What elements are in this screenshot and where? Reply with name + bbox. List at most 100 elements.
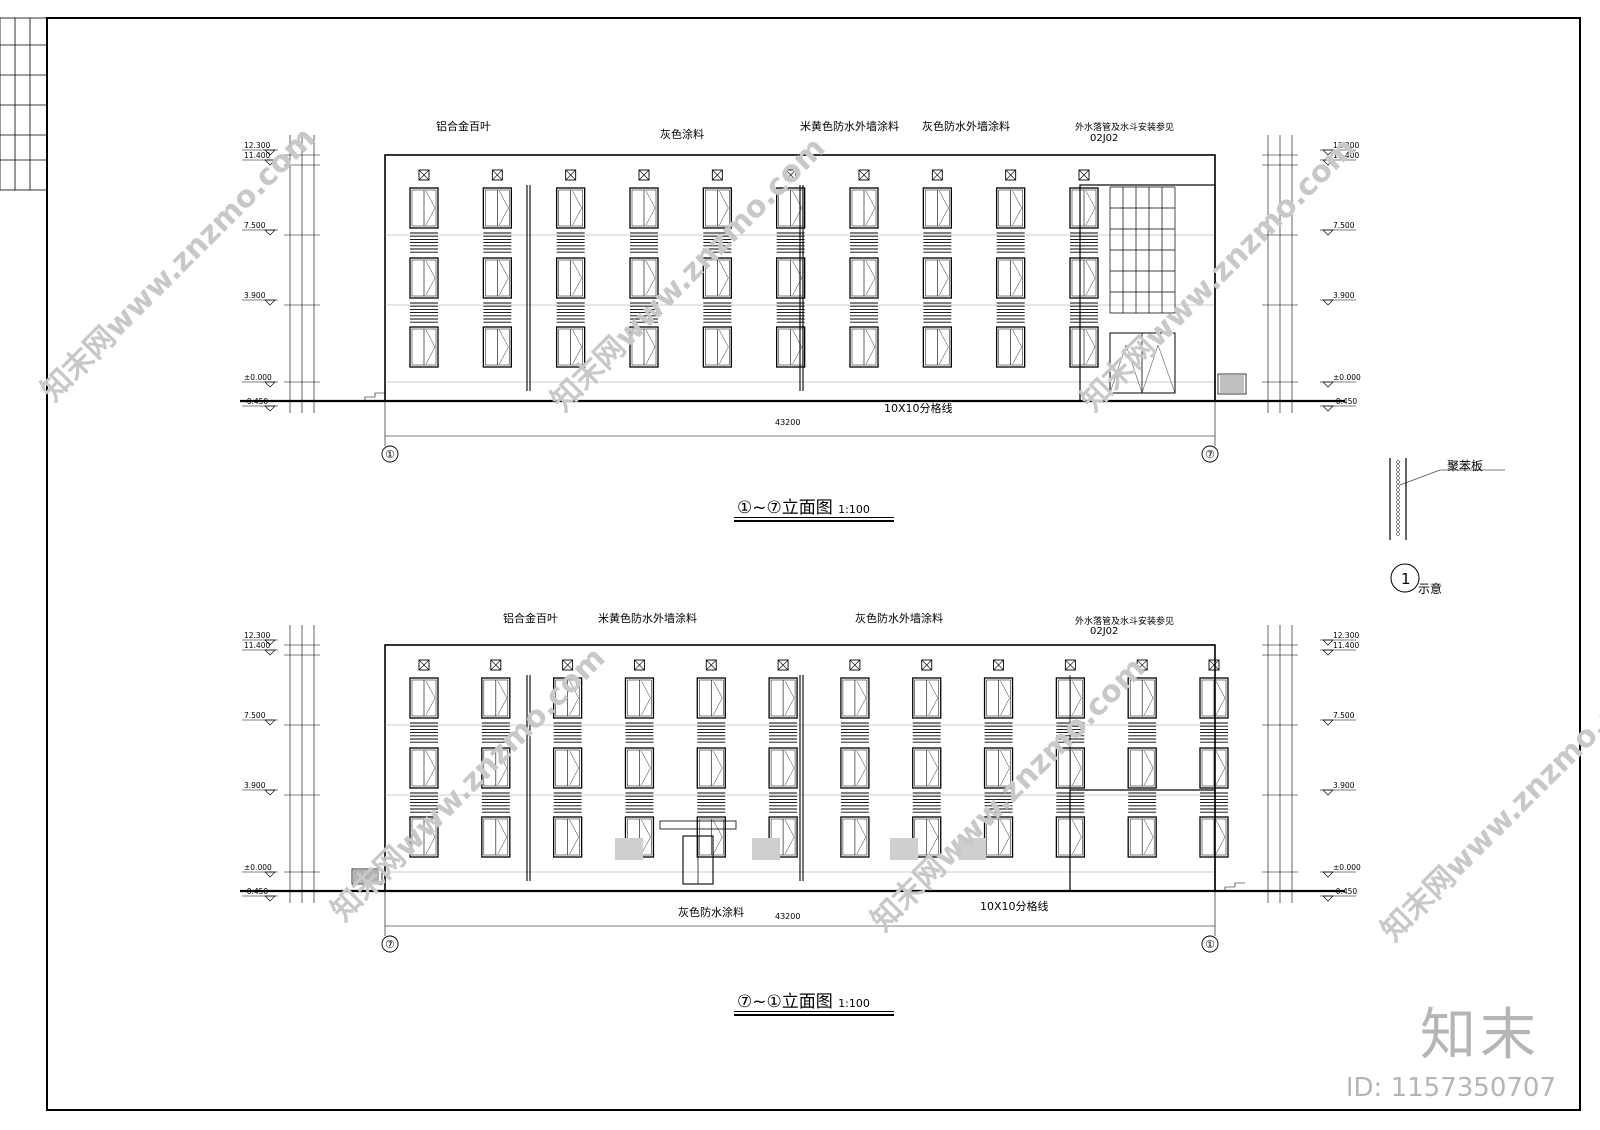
curtain-wall <box>1109 186 1176 314</box>
detail-insulation-dot <box>1396 504 1400 508</box>
window <box>409 326 439 368</box>
vent-box <box>1136 659 1148 671</box>
window-swing <box>928 819 938 855</box>
louver <box>840 722 869 743</box>
detail-insulation-dot <box>1396 532 1400 536</box>
vent-box <box>491 169 503 181</box>
axis-bubble <box>1201 935 1219 953</box>
window-swing <box>645 329 656 365</box>
window-swing <box>865 260 876 296</box>
window <box>912 816 942 858</box>
level-symbol <box>1322 789 1334 796</box>
detail-number: 1 <box>1401 570 1411 588</box>
window-swing <box>1144 819 1154 855</box>
window-swing <box>1215 750 1226 786</box>
window <box>552 816 583 858</box>
grey-panel <box>890 838 918 860</box>
window <box>482 257 512 299</box>
window <box>840 677 870 719</box>
window <box>1199 816 1229 858</box>
window <box>768 747 798 789</box>
level-value: 7.500 <box>244 711 266 720</box>
louver <box>703 232 732 253</box>
window <box>1127 677 1157 719</box>
level-value: 7.500 <box>1333 221 1355 230</box>
level-value: 11.400 <box>244 151 270 160</box>
level-symbol <box>264 405 276 412</box>
note-grey-paint-1: 灰色防水外墙涂料 <box>922 120 1010 133</box>
louver <box>410 792 438 813</box>
dim-total-2: 43200 <box>775 912 801 921</box>
louver <box>996 232 1025 253</box>
window-swing <box>1000 680 1010 716</box>
axis-label: ① <box>385 448 395 461</box>
window-swing <box>497 680 508 716</box>
title-underline-thick <box>734 520 894 522</box>
note-std-ref-2: 02J02 <box>1090 626 1119 637</box>
vent-x <box>849 659 861 671</box>
vent-box <box>711 169 723 181</box>
window-swing <box>719 329 729 365</box>
window <box>409 257 439 299</box>
window <box>629 326 659 368</box>
louver <box>481 792 510 813</box>
louver <box>553 722 582 743</box>
entrance-door <box>1109 332 1176 394</box>
louver <box>850 302 878 323</box>
window-swing <box>713 750 723 786</box>
window <box>481 816 511 858</box>
window <box>481 747 511 789</box>
vent-box <box>418 169 430 181</box>
louver <box>923 232 952 253</box>
louver <box>769 722 798 743</box>
window-swing <box>939 190 949 226</box>
detail-insulation-dot <box>1396 492 1400 496</box>
detail-insulation-dot <box>1396 460 1400 464</box>
window-swing <box>425 329 436 365</box>
window-swing <box>1072 680 1082 716</box>
window <box>629 257 659 299</box>
detail-label: 聚苯板 <box>1447 459 1484 473</box>
detail-leader <box>1399 469 1441 486</box>
axis-label: ⑦ <box>385 938 395 951</box>
vent-box <box>418 659 430 671</box>
louver <box>1128 792 1157 813</box>
window-swing <box>856 680 867 716</box>
vent-x <box>712 169 723 181</box>
window-swing <box>425 819 436 855</box>
louver <box>912 792 941 813</box>
level-value: -0.450 <box>1333 887 1357 896</box>
louver <box>553 792 582 813</box>
window <box>552 677 583 719</box>
window-swing <box>645 190 656 226</box>
window-swing <box>641 819 651 855</box>
window <box>481 677 511 719</box>
window <box>983 747 1014 789</box>
window-swing <box>928 680 938 716</box>
level-value: 12.300 <box>244 631 270 640</box>
window <box>1069 257 1099 299</box>
note-alu-louver-1: 铝合金百叶 <box>436 120 491 133</box>
steps <box>355 392 385 402</box>
window-swing <box>939 260 949 296</box>
window <box>409 747 439 789</box>
level-value: 3.900 <box>244 291 266 300</box>
level-symbol <box>1322 719 1334 726</box>
detail-insulation-dot <box>1396 464 1400 468</box>
window <box>696 816 726 858</box>
window <box>696 677 726 719</box>
louver <box>697 792 726 813</box>
vent-box <box>785 169 797 181</box>
louver <box>1128 722 1157 743</box>
detail-insulation-dot <box>1396 484 1400 488</box>
louver <box>483 232 512 253</box>
window-swing <box>425 190 436 226</box>
dim-total-1: 43200 <box>775 418 801 427</box>
watermark-brand: 知末 <box>1420 1003 1540 1068</box>
axis-bubble <box>381 445 399 463</box>
detail-caption: 示意 <box>1418 582 1443 596</box>
vent-x <box>777 659 789 671</box>
vent-x <box>993 659 1004 671</box>
window <box>840 747 870 789</box>
